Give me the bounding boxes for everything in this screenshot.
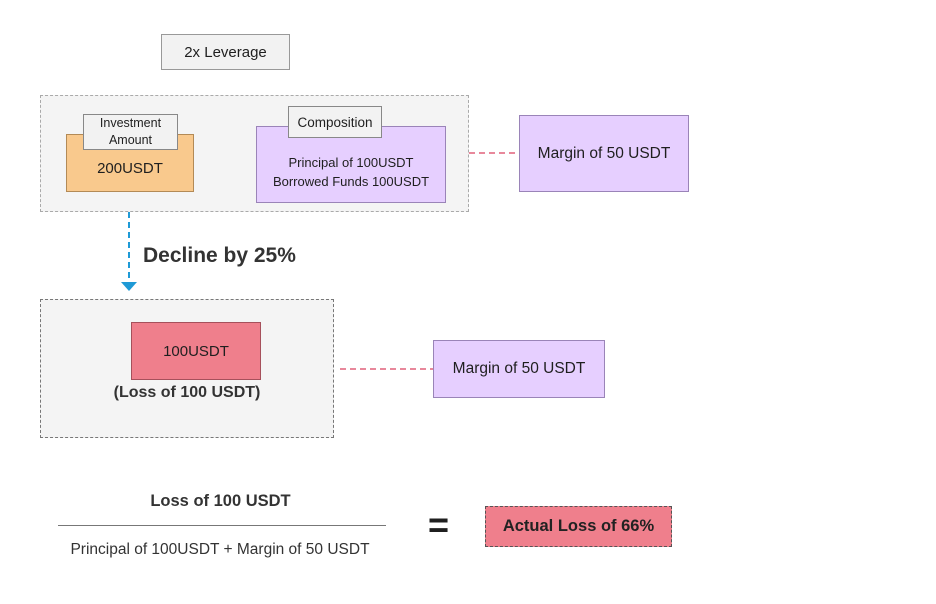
fraction-bar <box>58 525 386 526</box>
formula-numerator: Loss of 100 USDT <box>150 492 291 510</box>
decline-arrow-head <box>121 282 137 291</box>
equals-sign: = <box>428 504 450 545</box>
investment-label-line2: Amount <box>108 133 153 147</box>
composition-box: Principal of 100USDT Borrowed Funds 100U… <box>256 126 446 203</box>
loss-text: (Loss of 100 USDT) <box>113 384 261 401</box>
actual-loss-box: Actual Loss of 66% <box>485 506 672 547</box>
leverage-label: 2x Leverage <box>161 34 290 70</box>
margin-box-top: Margin of 50 USDT <box>519 115 689 192</box>
margin-box-bottom: Margin of 50 USDT <box>433 340 605 398</box>
composition-label: Composition <box>288 106 382 138</box>
decline-text: Decline by 25% <box>143 244 296 267</box>
investment-label-line1: Investment <box>99 116 162 130</box>
composition-borrowed: Borrowed Funds 100USDT <box>272 173 430 189</box>
investment-value: 200USDT <box>97 159 163 177</box>
formula-denominator: Principal of 100USDT + Margin of 50 USDT <box>70 541 370 558</box>
remaining-value-box: 100USDT <box>131 322 261 380</box>
investment-amount-label: Investment Amount <box>83 114 178 150</box>
composition-principal: Principal of 100USDT <box>288 154 414 170</box>
